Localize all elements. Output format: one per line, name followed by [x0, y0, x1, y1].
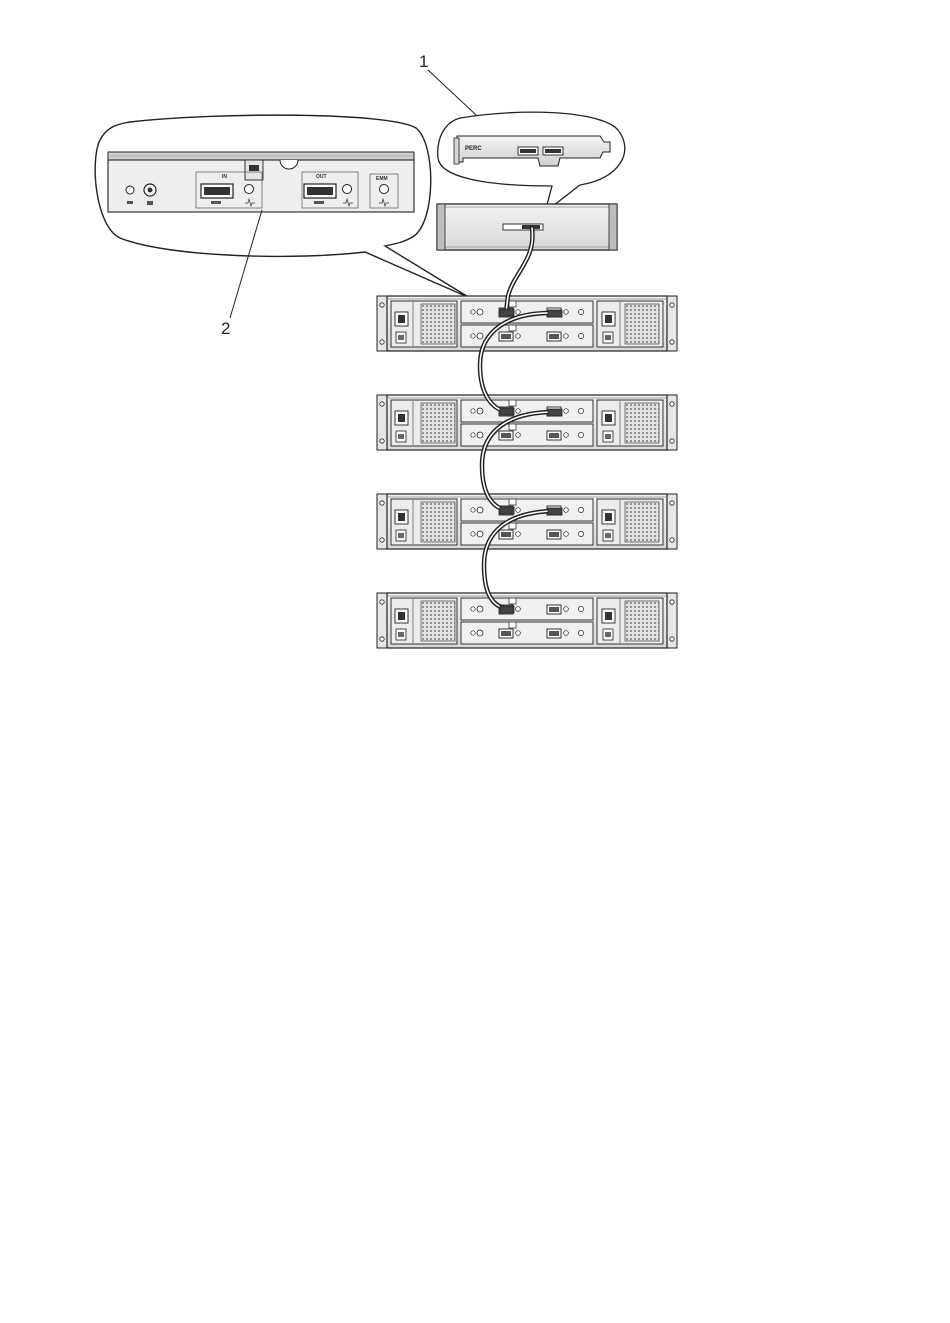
in-port-led-icon	[245, 185, 254, 194]
callout-label-1: 1	[419, 52, 428, 71]
out-port-led-icon	[343, 185, 352, 194]
out-port-label: OUT	[316, 174, 327, 180]
enclosure-4	[377, 593, 677, 648]
enclosure-3	[377, 494, 677, 549]
perc-card-label: PERC	[465, 146, 482, 152]
in-port-label: IN	[222, 174, 227, 180]
enclosure-2	[377, 395, 677, 450]
perc-card-callout: 1 PERC	[419, 52, 625, 250]
perc-bubble	[438, 112, 625, 212]
emm-label: EMM	[376, 176, 388, 182]
host-server	[437, 204, 617, 250]
status-led-icon	[126, 186, 134, 194]
callout-label-2: 2	[221, 319, 230, 338]
emm-led-icon	[380, 185, 389, 194]
enclosure-stack	[377, 296, 677, 648]
emm-module-closeup: IN OUT EMM	[108, 152, 414, 212]
enclosure-1	[377, 296, 677, 351]
